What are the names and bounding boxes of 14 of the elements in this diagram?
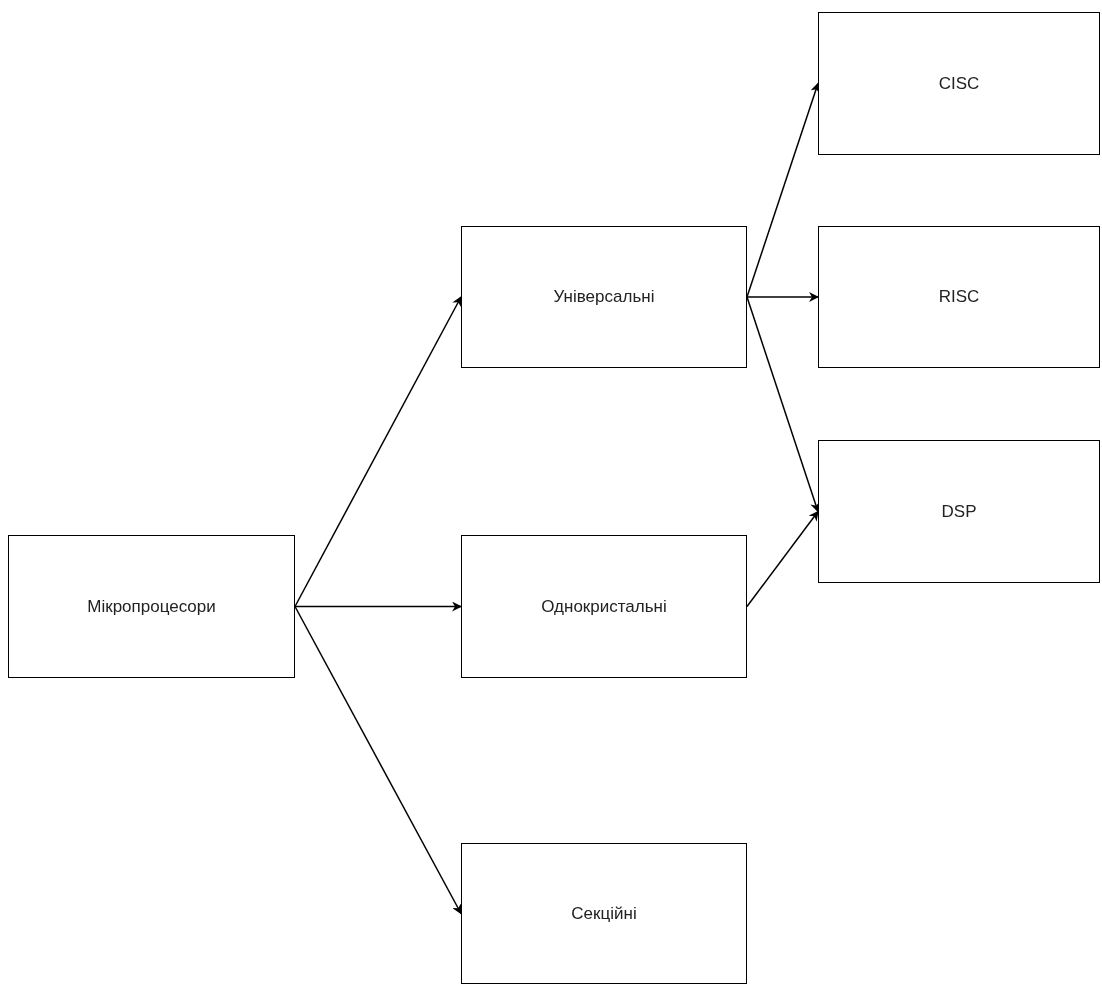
arrow [746, 510, 819, 608]
process-box: CISC [818, 12, 1100, 155]
arrow [746, 82, 820, 298]
process-box: RISC [818, 226, 1100, 368]
arrow [294, 296, 462, 608]
process-box: DSP [818, 440, 1100, 583]
arrow [294, 601, 462, 612]
process-box: Універсальні [461, 226, 747, 368]
arrow [746, 296, 820, 513]
process-box: Однокристальні [461, 535, 747, 678]
arrow [294, 605, 462, 915]
process-box: Мікропроцесори [8, 535, 295, 678]
arrow [746, 292, 819, 302]
process-box: Секційні [461, 843, 747, 984]
